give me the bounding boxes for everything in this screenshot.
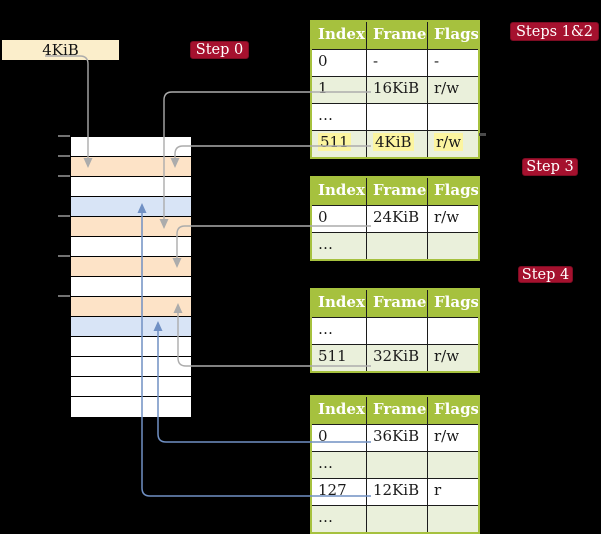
cell-index: … [318, 235, 333, 253]
memory-row [71, 197, 191, 217]
cell-flags: r/w [434, 347, 460, 365]
table-header-row: Index Frame Flags [312, 22, 478, 49]
header-index: Index [318, 400, 365, 418]
cell-frame: - [373, 52, 379, 70]
header-frame: Frame [366, 22, 427, 49]
table-row: 1 16KiB r/w [312, 76, 478, 103]
header-frame: Frame [366, 178, 427, 205]
cell-frame: 12KiB [373, 481, 420, 499]
memory-row [71, 257, 191, 277]
header-flags: Flags [427, 22, 478, 49]
page-table-1: Index Frame Flags 0 - - 1 16KiB r/w … 51… [310, 20, 480, 159]
memory-row [71, 317, 191, 337]
steps12-arrow-stub [479, 133, 486, 136]
cell-flags: r/w [434, 133, 464, 151]
memory-row [71, 337, 191, 357]
step4-label: Step 4 [518, 266, 573, 283]
cell-frame: 16KiB [373, 79, 420, 97]
header-flags: Flags [427, 397, 478, 424]
cell-flags: r/w [434, 79, 460, 97]
header-index: Index [318, 25, 365, 43]
page-table-2: Index Frame Flags 0 24KiB r/w … [310, 176, 480, 261]
cell-index: 511 [318, 133, 351, 151]
cell-index: 127 [318, 481, 347, 499]
cell-index: … [318, 320, 333, 338]
memory-row [71, 137, 191, 157]
table-header-row: Index Frame Flags [312, 178, 478, 205]
page-table-4: Index Frame Flags 0 36KiB r/w … 127 12Ki… [310, 395, 480, 534]
memory-row [71, 297, 191, 317]
table-row: … [312, 103, 478, 130]
cell-index: 0 [318, 52, 328, 70]
cell-frame: 24KiB [373, 208, 420, 226]
table-row: … [312, 317, 478, 344]
table-row: 511 32KiB r/w [312, 344, 478, 371]
memory-row [71, 277, 191, 297]
table-row: 127 12KiB r [312, 478, 478, 505]
header-frame: Frame [366, 290, 427, 317]
header-flags: Flags [427, 178, 478, 205]
header-frame: Frame [366, 397, 427, 424]
frame-size-label: 4KiB [42, 41, 79, 59]
cell-index: 511 [318, 347, 347, 365]
steps12-label: Steps 1&2 [510, 22, 599, 41]
cell-flags: r/w [434, 208, 460, 226]
header-flags: Flags [427, 290, 478, 317]
cell-frame: 32KiB [373, 347, 420, 365]
cell-frame: 36KiB [373, 427, 420, 445]
page-table-3: Index Frame Flags … 511 32KiB r/w [310, 288, 480, 373]
cell-frame: 4KiB [373, 133, 414, 151]
frame-size-box: 4KiB [2, 40, 119, 60]
cell-index: … [318, 508, 333, 526]
cell-index: … [318, 106, 333, 124]
table-row: 0 24KiB r/w [312, 205, 478, 232]
physical-memory-strip [70, 136, 192, 418]
memory-row [71, 377, 191, 397]
memory-row [71, 357, 191, 377]
cell-index: 0 [318, 427, 328, 445]
table-row: 0 36KiB r/w [312, 424, 478, 451]
step0-label: Step 0 [190, 41, 249, 59]
table-row: 0 - - [312, 49, 478, 76]
cell-flags: - [434, 52, 440, 70]
memory-row [71, 177, 191, 197]
header-index: Index [318, 293, 365, 311]
table-header-row: Index Frame Flags [312, 290, 478, 317]
table-row: … [312, 451, 478, 478]
table-row: … [312, 232, 478, 259]
cell-index: 1 [318, 79, 328, 97]
cell-flags: r/w [434, 427, 460, 445]
step3-label: Step 3 [522, 158, 578, 176]
cell-index: 0 [318, 208, 328, 226]
memory-row [71, 397, 191, 417]
cell-index: … [318, 454, 333, 472]
memory-row [71, 157, 191, 177]
table-row-highlighted: 511 4KiB r/w [312, 130, 478, 157]
memory-row [71, 237, 191, 257]
table-header-row: Index Frame Flags [312, 397, 478, 424]
header-index: Index [318, 181, 365, 199]
memory-row [71, 217, 191, 237]
cell-flags: r [434, 481, 442, 499]
memory-tick-marks [58, 135, 70, 297]
